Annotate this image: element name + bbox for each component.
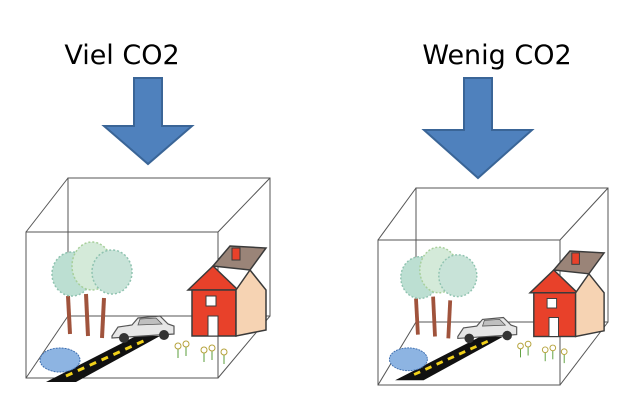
- label-viel-co2: Viel CO2: [64, 40, 179, 71]
- panel-high-co2: Viel CO2: [25, 40, 271, 384]
- panel-low-co2: Wenig CO2: [377, 40, 609, 386]
- box-scene: [377, 187, 609, 386]
- label-wenig-co2: Wenig CO2: [422, 40, 571, 71]
- box-scene: [25, 177, 271, 384]
- down-arrow-icon: [101, 77, 195, 166]
- down-arrow-icon: [421, 77, 535, 180]
